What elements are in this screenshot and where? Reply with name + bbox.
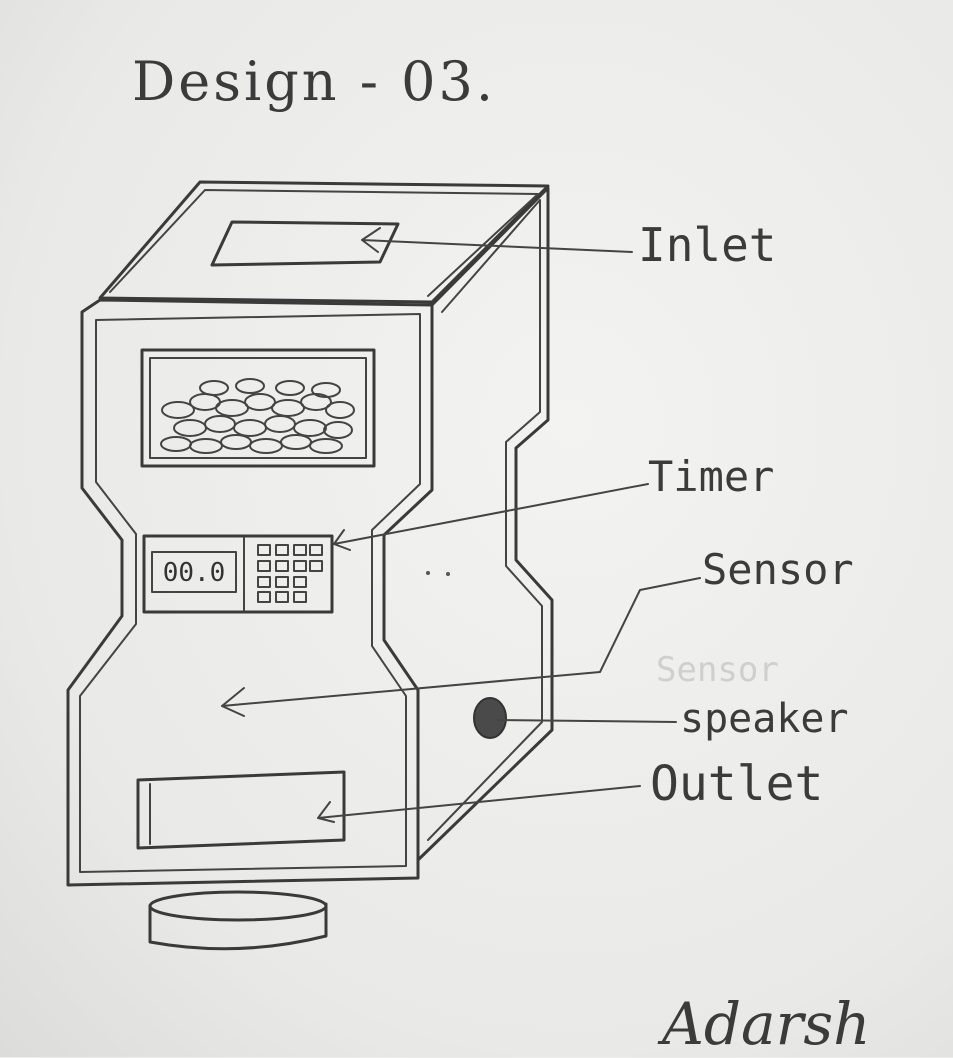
label-speaker: speaker [680, 696, 849, 742]
author-signature: Adarsh [662, 990, 870, 1058]
machine-front-face [68, 300, 432, 885]
label-outlet: Outlet [650, 756, 823, 812]
coins-icon [161, 379, 354, 453]
label-sensor-faint: Sensor [656, 650, 779, 690]
speaker-dot [474, 698, 506, 738]
design-title: Design - 03. [132, 50, 496, 113]
timer-display: 00.0 [156, 556, 232, 590]
label-timer: Timer [648, 452, 774, 501]
label-inlet: Inlet [638, 218, 776, 272]
keypad-icon [258, 545, 322, 602]
speaker-arrow [498, 720, 676, 722]
coin-window [142, 350, 374, 466]
machine-top-face [100, 182, 548, 302]
inlet-slot [212, 222, 398, 265]
label-sensor: Sensor [702, 545, 854, 594]
outlet-arrow [318, 786, 640, 822]
timer-arrow [334, 484, 648, 550]
outlet-slot [138, 772, 344, 848]
coin-tray [150, 892, 326, 949]
